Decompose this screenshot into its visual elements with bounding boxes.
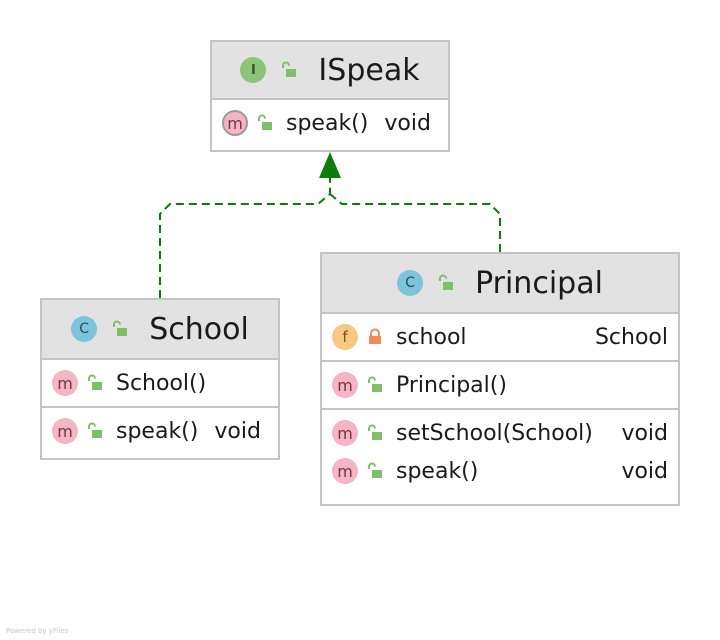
public-visibility-icon [366, 462, 384, 480]
field-row[interactable]: f school School [332, 318, 668, 356]
school-header: C School [42, 300, 278, 360]
method-row[interactable]: m speak() void [332, 452, 668, 490]
principal-header: C Principal [322, 254, 678, 314]
method-name: setSchool(School) [396, 420, 593, 446]
method-badge-icon: m [332, 372, 358, 398]
method-return-type: void [384, 110, 431, 136]
method-row[interactable]: m speak() void [222, 104, 438, 142]
school-class-box[interactable]: C School m School() m speak() void [40, 298, 280, 460]
method-name: School() [116, 370, 207, 396]
method-name: speak() [116, 418, 199, 444]
public-visibility-icon [280, 61, 298, 79]
private-visibility-icon [366, 328, 384, 346]
field-type: School [594, 324, 668, 350]
class-name: School [149, 311, 249, 347]
public-visibility-icon [111, 320, 129, 338]
method-name: speak() [396, 458, 479, 484]
public-visibility-icon [86, 374, 104, 392]
principal-realization-edge [329, 193, 501, 252]
ispeak-header: I ISpeak [212, 42, 448, 100]
school-realization-edge [159, 178, 331, 298]
method-return-type: void [214, 418, 261, 444]
public-visibility-icon [366, 424, 384, 442]
ispeak-interface-box[interactable]: I ISpeak m speak() void [210, 40, 450, 152]
ispeak-methods: m speak() void [212, 100, 448, 146]
interface-badge-icon: I [240, 57, 267, 83]
field-name: school [396, 324, 467, 350]
method-return-type: void [621, 420, 668, 446]
method-badge-icon: m [52, 370, 78, 396]
principal-methods: m setSchool(School) void m speak() void [322, 410, 678, 494]
method-return-type: void [621, 458, 668, 484]
method-name: speak() [286, 110, 369, 136]
field-badge-icon: f [332, 324, 358, 350]
method-row[interactable]: m speak() void [52, 412, 268, 450]
class-badge-icon: C [71, 316, 98, 342]
footer-credit: Powered by yFiles [6, 627, 69, 635]
school-methods: m speak() void [42, 408, 278, 454]
public-visibility-icon [366, 376, 384, 394]
school-constructors: m School() [42, 360, 278, 408]
realization-arrowhead [319, 152, 341, 178]
principal-fields: f school School [322, 314, 678, 362]
public-visibility-icon [86, 422, 104, 440]
public-visibility-icon [437, 274, 455, 292]
class-name: ISpeak [318, 52, 420, 88]
class-badge-icon: C [397, 270, 424, 296]
method-badge-icon: m [332, 458, 358, 484]
principal-constructors: m Principal() [322, 362, 678, 410]
method-badge-icon: m [332, 420, 358, 446]
method-name: Principal() [396, 372, 507, 398]
method-badge-icon: m [52, 418, 78, 444]
class-name: Principal [475, 265, 603, 301]
constructor-row[interactable]: m Principal() [332, 366, 668, 404]
principal-class-box[interactable]: C Principal f school School m Principal(… [320, 252, 680, 506]
method-row[interactable]: m setSchool(School) void [332, 414, 668, 452]
public-visibility-icon [256, 114, 274, 132]
abstract-method-badge-icon: m [222, 110, 248, 136]
constructor-row[interactable]: m School() [52, 364, 268, 402]
